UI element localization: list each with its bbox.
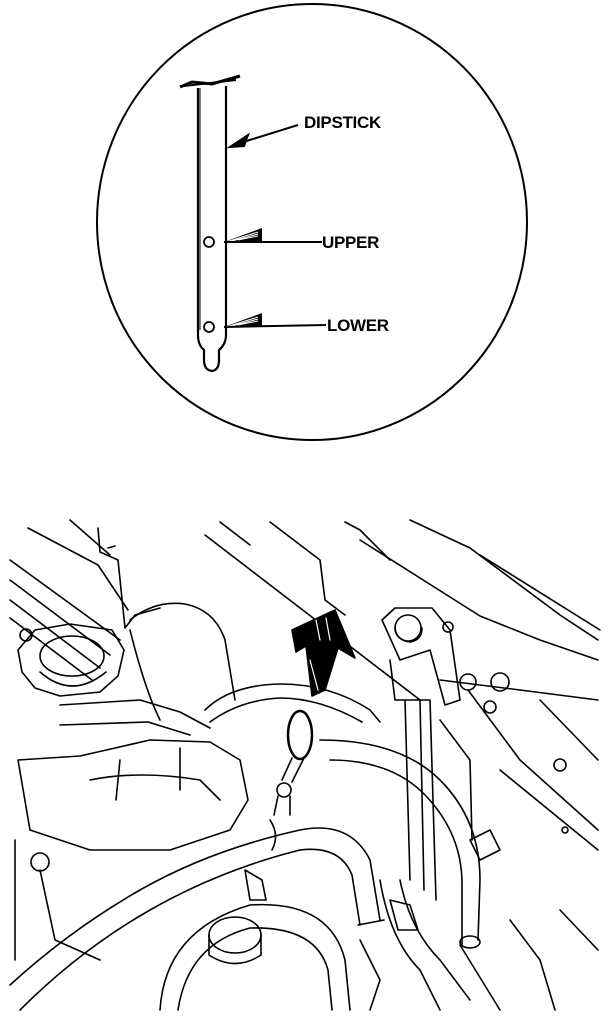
dipstick-leader xyxy=(226,124,299,149)
lower-mark-hole xyxy=(203,321,215,333)
upper-mark-hole xyxy=(203,236,215,248)
detail-circle xyxy=(96,3,528,441)
upper-leader xyxy=(224,228,322,243)
dipstick-handle xyxy=(273,709,314,816)
location-arrow xyxy=(291,609,356,697)
oil-filler-cap xyxy=(17,623,125,697)
dipstick-label: DIPSTICK xyxy=(304,113,382,132)
lower-leader xyxy=(223,313,327,328)
dipstick-detail-inset xyxy=(96,3,528,441)
engine-bay-illustration xyxy=(9,519,601,1011)
lower-label: LOWER xyxy=(327,316,389,335)
dipstick-illustration xyxy=(179,74,241,373)
oil-filter xyxy=(159,903,351,1011)
upper-label: UPPER xyxy=(322,233,379,252)
